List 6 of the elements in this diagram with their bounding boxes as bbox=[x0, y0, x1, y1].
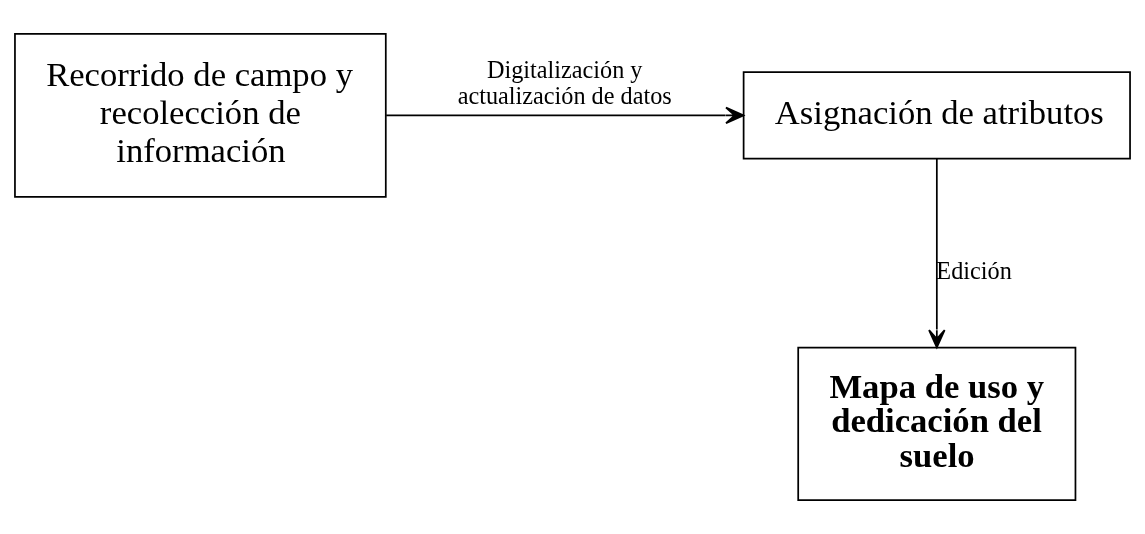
arrow bbox=[385, 106, 745, 125]
edge-label: Digitalización y actualización de datos bbox=[457, 55, 672, 109]
node-box: Asignación de atributos bbox=[742, 71, 1131, 160]
arrow bbox=[928, 158, 946, 349]
node-box: Mapa de uso y dedicación del suelo bbox=[797, 346, 1077, 501]
node-box: Recorrido de campo y recolección de información bbox=[14, 33, 387, 198]
